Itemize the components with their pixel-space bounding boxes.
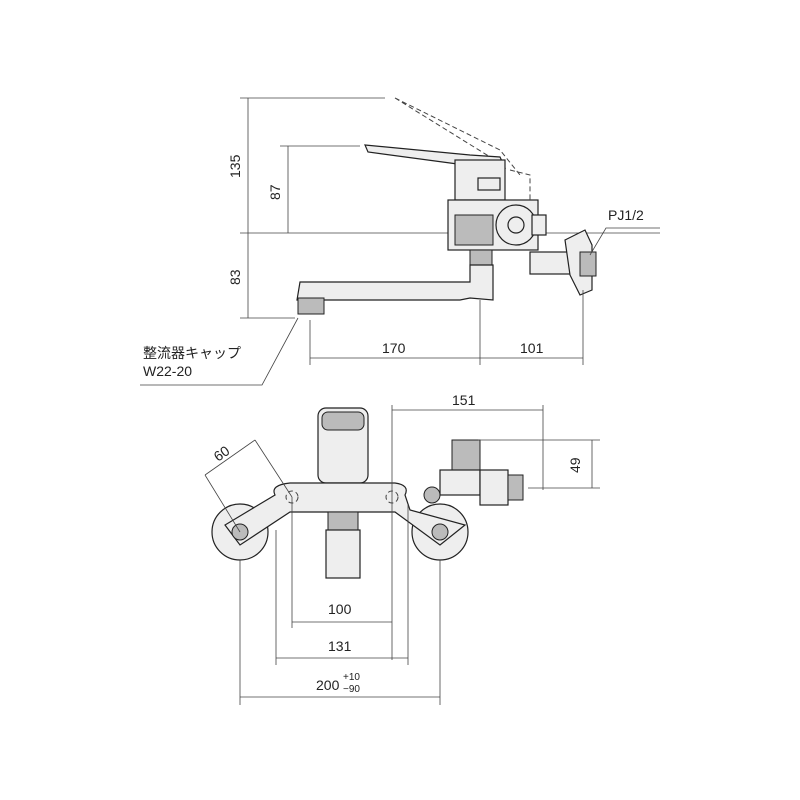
- dim-151: 151: [452, 392, 476, 408]
- dim-200-tol-minus: −90: [343, 684, 360, 695]
- aerator-label-line2: W22-20: [143, 363, 192, 379]
- dim-87: 87: [267, 184, 283, 200]
- dim-200-tol-plus: +10: [343, 672, 360, 683]
- dim-101: 101: [520, 340, 544, 356]
- dim-170: 170: [382, 340, 406, 356]
- dim-131: 131: [328, 638, 352, 654]
- dim-49: 49: [567, 457, 583, 473]
- dim-60: 60: [211, 442, 233, 464]
- dim-100: 100: [328, 601, 352, 617]
- dim-83: 83: [227, 269, 243, 285]
- dim-200: 200: [316, 677, 340, 693]
- connection-label: PJ1/2: [608, 207, 644, 223]
- aerator-label-line1: 整流器キャップ: [143, 345, 241, 361]
- front-view: 151 49 60 100 131 200 +10 −90: [204, 392, 600, 705]
- dim-135: 135: [227, 154, 243, 178]
- side-view: 135 87 83 170 101 PJ1/2 整流器キャップ W22-20: [140, 97, 660, 386]
